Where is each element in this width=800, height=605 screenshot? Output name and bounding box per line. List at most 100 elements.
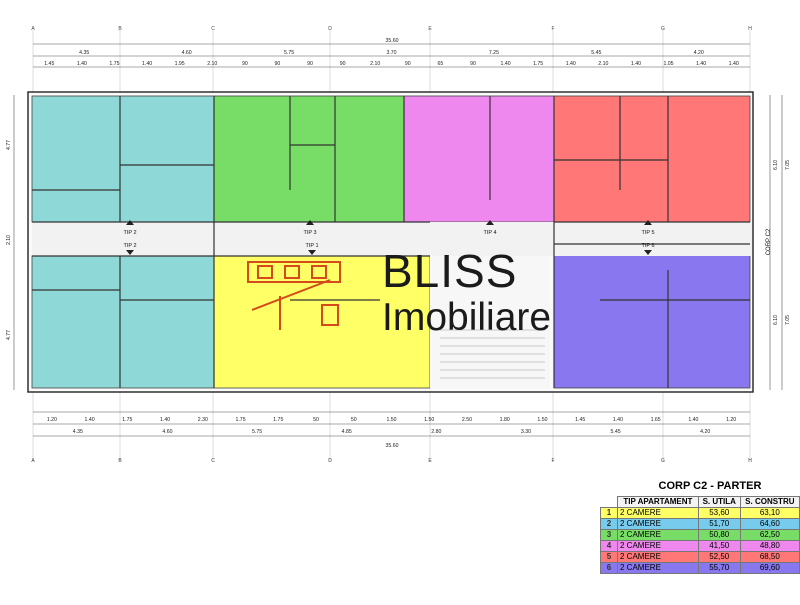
unit-type-label: TIP 5 [641, 230, 654, 236]
legend-unit-number: 3 [600, 529, 618, 541]
unit-type-label: TIP 1 [305, 243, 318, 249]
corridor [32, 222, 752, 256]
unit-marker-arrow [486, 220, 494, 225]
unit-type-label: TIP 3 [303, 230, 316, 236]
axis-label: C [211, 458, 215, 464]
legend-usable-area: 50,80 [697, 529, 741, 541]
bottom-dimension: 1.50 [424, 417, 434, 423]
axis-label: D [328, 26, 332, 32]
legend-unit-number: 5 [600, 551, 618, 563]
legend-unit-type: 2 CAMERE [617, 551, 699, 563]
unit-marker-arrow [308, 250, 316, 255]
bottom-dimension: 1.40 [85, 417, 95, 423]
left-dimension-middle: 2.10 [6, 235, 12, 245]
bottom-dimension: 2.80 [431, 429, 441, 435]
corp-label: CORP C2 [766, 228, 772, 255]
bottom-dimension: 2.30 [198, 417, 208, 423]
legend-built-area: 68,50 [739, 551, 800, 563]
right-dimension-2: 7.05 [785, 160, 791, 170]
bottom-dimension: 3.30 [521, 429, 531, 435]
legend-unit-type: 2 CAMERE [617, 529, 699, 541]
top-dimension: 1.40 [142, 61, 152, 67]
unit-marker-arrow [306, 220, 314, 225]
top-dimension: 2.10 [207, 61, 217, 67]
axis-label: D [328, 458, 332, 464]
top-dimension: 1.95 [175, 61, 185, 67]
axis-label: F [551, 26, 554, 32]
area-legend: CORP C2 - PARTER TIP APARTAMENT S. UTILA… [600, 480, 800, 574]
top-dimension: 4.20 [694, 50, 704, 56]
apartment-zones [31, 95, 751, 389]
top-dimension: 1.40 [501, 61, 511, 67]
legend-header-built: S. CONSTRU [739, 496, 800, 508]
unit-marker-arrow [644, 220, 652, 225]
right-dimensions: 6.10 7.05 6.10 7.05 [773, 160, 791, 325]
dimension-lines [13, 43, 783, 437]
unit-marker-arrow [126, 250, 134, 255]
bottom-dimension: 1.50 [537, 417, 547, 423]
legend-usable-area: 52,50 [697, 551, 741, 563]
bottom-dimension: 1.40 [613, 417, 623, 423]
unit-zone-magenta [403, 95, 555, 223]
left-dimensions: 4.77 2.10 4.77 [6, 140, 12, 340]
bottom-dimension: 1.40 [688, 417, 698, 423]
bottom-dimension: 1.75 [273, 417, 283, 423]
logo-house-icon [247, 261, 341, 330]
stairwell-area [430, 256, 550, 388]
top-dimension: 90 [340, 61, 346, 67]
unit-type-label: TIP 4 [483, 230, 496, 236]
bottom-dimension: 4.60 [162, 429, 172, 435]
bottom-dimension: 1.20 [47, 417, 57, 423]
bottom-dimension: 50 [351, 417, 357, 423]
axis-label: G [661, 458, 665, 464]
bottom-dimension: 1.50 [386, 417, 396, 423]
top-dimension: 90 [275, 61, 281, 67]
axis-label: H [748, 458, 752, 464]
top-total-dimension: 35.60 [386, 38, 399, 44]
interior-walls [32, 96, 750, 388]
bottom-dimension: 1.65 [651, 417, 661, 423]
axis-label: C [211, 26, 215, 32]
top-dimension: 90 [242, 61, 248, 67]
top-dimension: 7.25 [489, 50, 499, 56]
legend-unit-number: 1 [600, 507, 618, 519]
legend-built-area: 69,60 [739, 562, 800, 574]
top-dimension: 1.40 [631, 61, 641, 67]
bottom-dimension: 4.35 [73, 429, 83, 435]
bottom-dimension: 50 [313, 417, 319, 423]
axis-label: A [31, 26, 35, 32]
right-dimension-1: 6.10 [773, 160, 779, 170]
right-dimension-4: 7.05 [785, 315, 791, 325]
legend-usable-area: 41,50 [697, 540, 741, 552]
stair-lines [440, 329, 545, 379]
legend-header-blank [601, 497, 618, 508]
top-dimension: 5.75 [284, 50, 294, 56]
bottom-dimension: 1.80 [500, 417, 510, 423]
legend-unit-number: 2 [600, 518, 618, 530]
top-dimension: 1.40 [729, 61, 739, 67]
bottom-dimension: 1.75 [122, 417, 132, 423]
top-dimension: 5.45 [591, 50, 601, 56]
legend-unit-type: 2 CAMERE [617, 507, 699, 519]
top-dimension: 4.35 [79, 50, 89, 56]
legend-title: CORP C2 - PARTER [658, 480, 762, 492]
legend-usable-area: 51,70 [697, 518, 741, 530]
top-dimension: 1.75 [533, 61, 543, 67]
top-dimension: 90 [470, 61, 476, 67]
right-dimension-3: 6.10 [773, 315, 779, 325]
legend-usable-area: 53,60 [697, 507, 741, 519]
unit-zone-bottom-left [31, 255, 215, 389]
unit-type-label: TIP 2 [123, 230, 136, 236]
legend-unit-type: 2 CAMERE [617, 540, 699, 552]
axis-label: B [118, 458, 122, 464]
top-dimension: 1.05 [663, 61, 673, 67]
